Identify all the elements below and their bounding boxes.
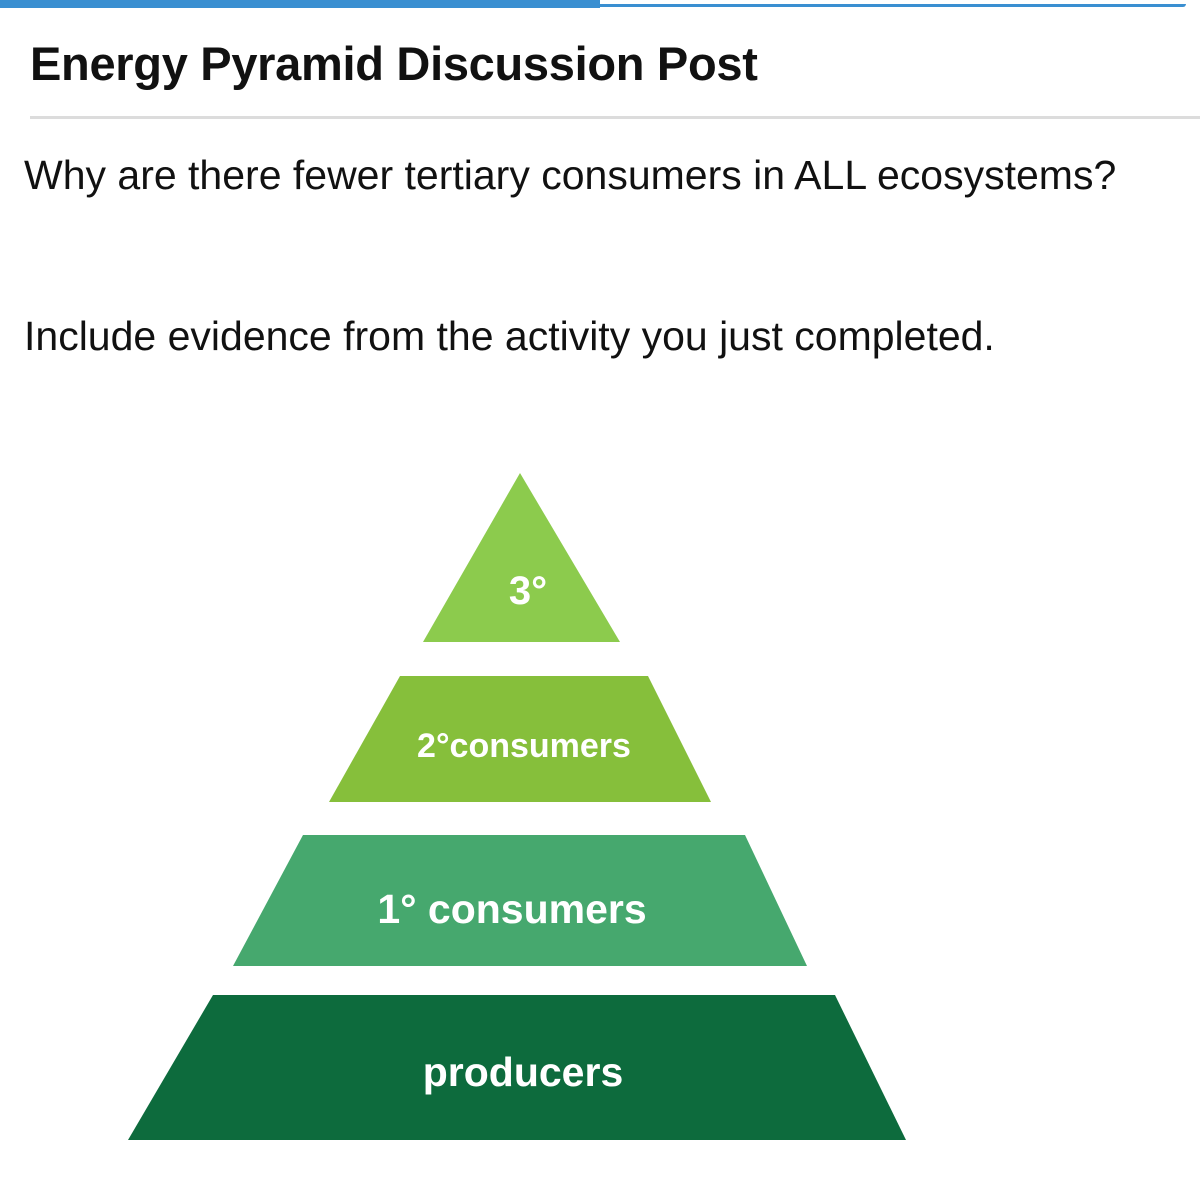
page-title: Energy Pyramid Discussion Post	[30, 37, 758, 90]
pyramid-level-tertiary	[423, 473, 620, 642]
discussion-question: Why are there fewer tertiary consumers i…	[24, 152, 1117, 198]
discussion-instruction: Include evidence from the activity you j…	[24, 313, 995, 359]
pyramid-level-producers	[128, 995, 906, 1140]
pyramid-label-primary: 1° consumers	[377, 886, 646, 932]
pyramid-label-secondary: 2°consumers	[417, 727, 631, 765]
progress-bar-fill	[0, 0, 600, 8]
progress-bar	[0, 0, 1200, 8]
pyramid-label-producers: producers	[423, 1049, 624, 1095]
title-divider	[30, 116, 1200, 119]
progress-bar-track	[600, 4, 1186, 7]
pyramid-level-secondary	[329, 676, 711, 802]
pyramid-label-tertiary: 3°	[509, 569, 547, 613]
pyramid-level-primary	[233, 835, 807, 966]
